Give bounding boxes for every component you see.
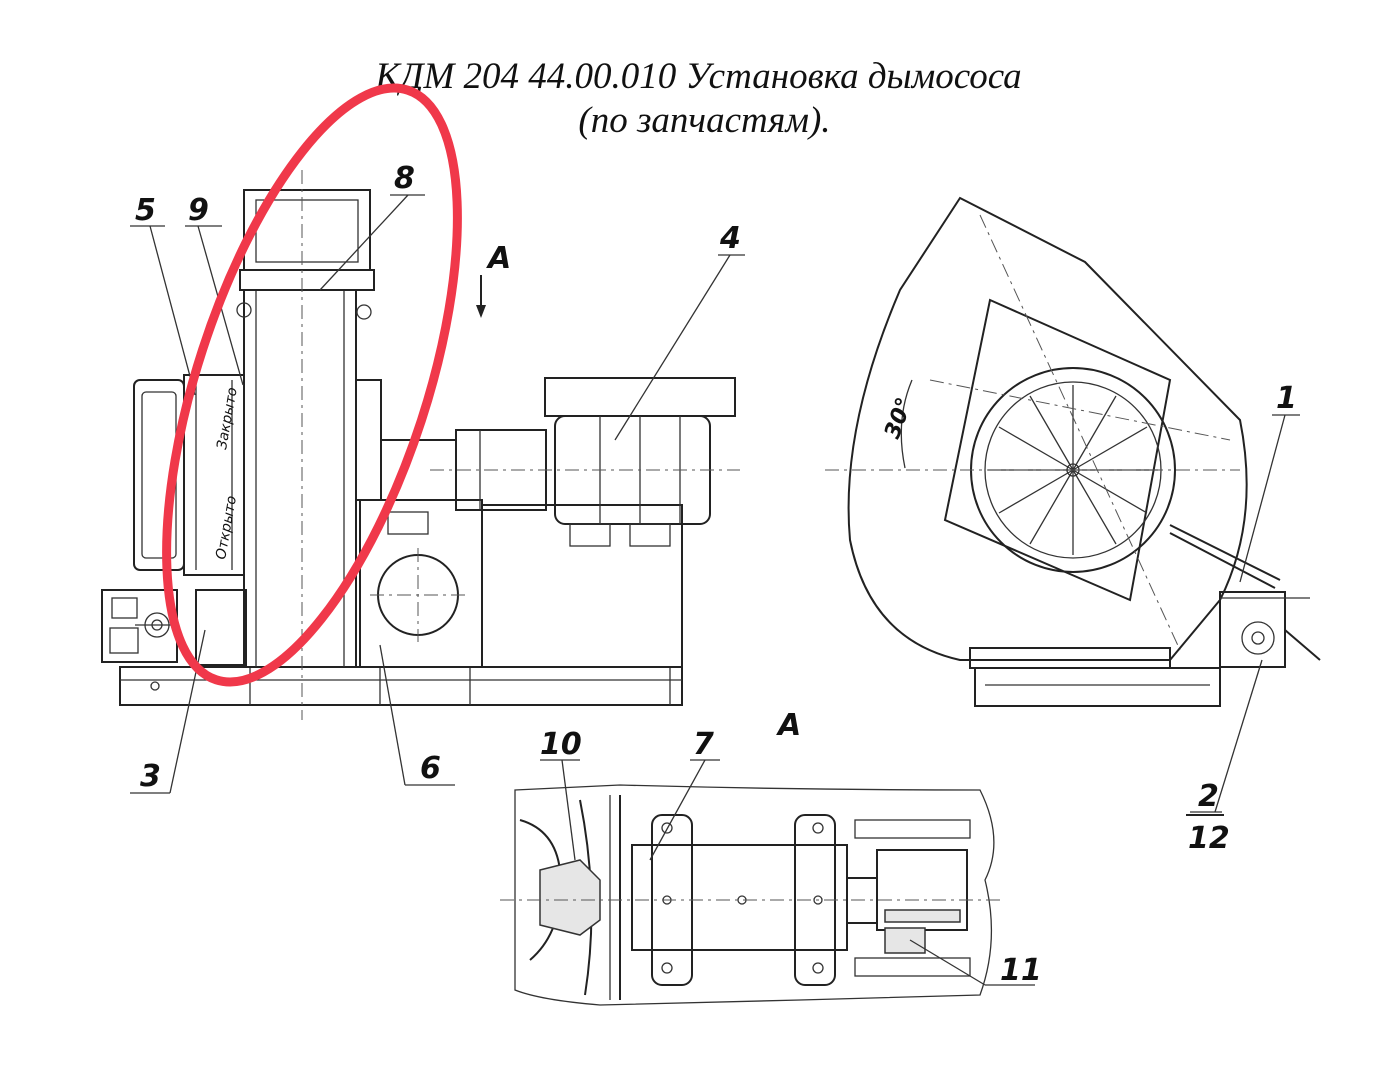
callout-5: 5: [135, 193, 156, 228]
actuator-rod: [1169, 524, 1281, 581]
callout-11: 11: [1000, 953, 1042, 988]
front-view: [825, 196, 1321, 707]
highlight-ellipse: [162, 83, 462, 687]
actuator-drive: [1219, 591, 1286, 668]
fan-housing: [243, 289, 357, 668]
motor-terminal-box: [544, 377, 736, 417]
front-base: [974, 667, 1221, 707]
callout-6: 6: [420, 751, 441, 786]
side-view: [101, 170, 740, 720]
impeller-hub: [539, 859, 601, 936]
leader-lines: [130, 194, 1300, 986]
callout-9: 9: [188, 193, 209, 228]
callout-1: 1: [1276, 381, 1297, 416]
callout-10: 10: [540, 727, 582, 762]
open-label: Открыто: [213, 495, 240, 561]
angle-label: 30°: [880, 394, 918, 442]
section-a-label: A: [776, 708, 801, 743]
callout-3: 3: [140, 759, 161, 794]
callout-7: 7: [693, 727, 714, 762]
drawing-title-line-1: КДМ 204 44.00.010 Установка дымососа: [375, 56, 1022, 97]
callout-12: 12: [1188, 821, 1230, 856]
section-a-outline: [514, 784, 995, 1006]
section-a-view: [500, 784, 1000, 1006]
callout-4: 4: [719, 221, 741, 256]
closed-label: Закрыто: [214, 386, 241, 450]
callout-8: 8: [394, 161, 415, 196]
drawing-title-line-2: (по запчастям).: [578, 100, 831, 141]
callout-2: 2: [1198, 779, 1219, 814]
volute-casing: [847, 196, 1248, 661]
view-arrow-label: A: [486, 241, 511, 276]
